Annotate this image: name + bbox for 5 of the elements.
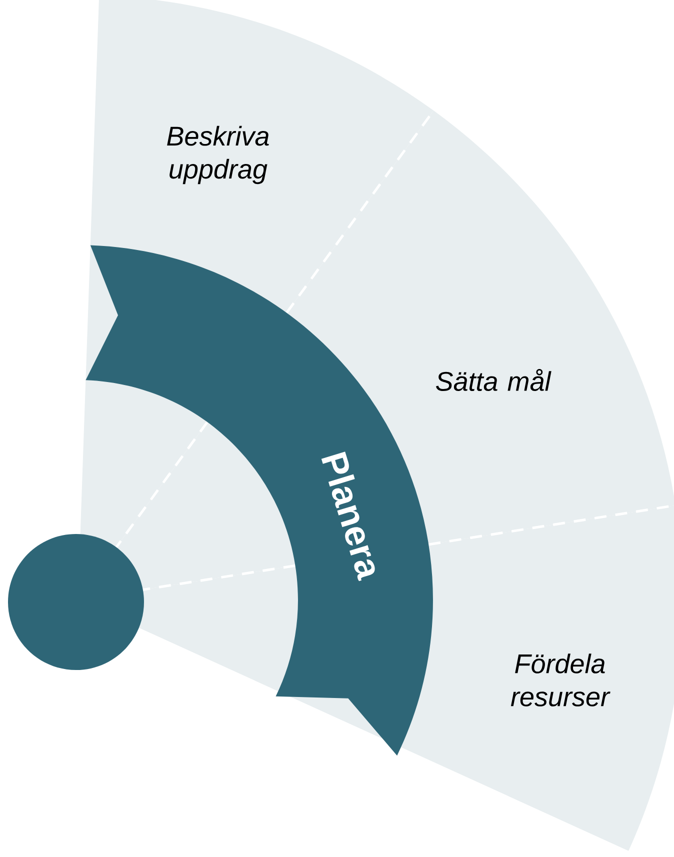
node-label: Sätta mål: [436, 368, 552, 392]
node-label: Fördela resurser: [510, 654, 610, 706]
arc-band: Planera: [86, 245, 433, 756]
circle-shape: [8, 534, 144, 670]
node-label: Beskriva uppdrag: [167, 126, 269, 184]
